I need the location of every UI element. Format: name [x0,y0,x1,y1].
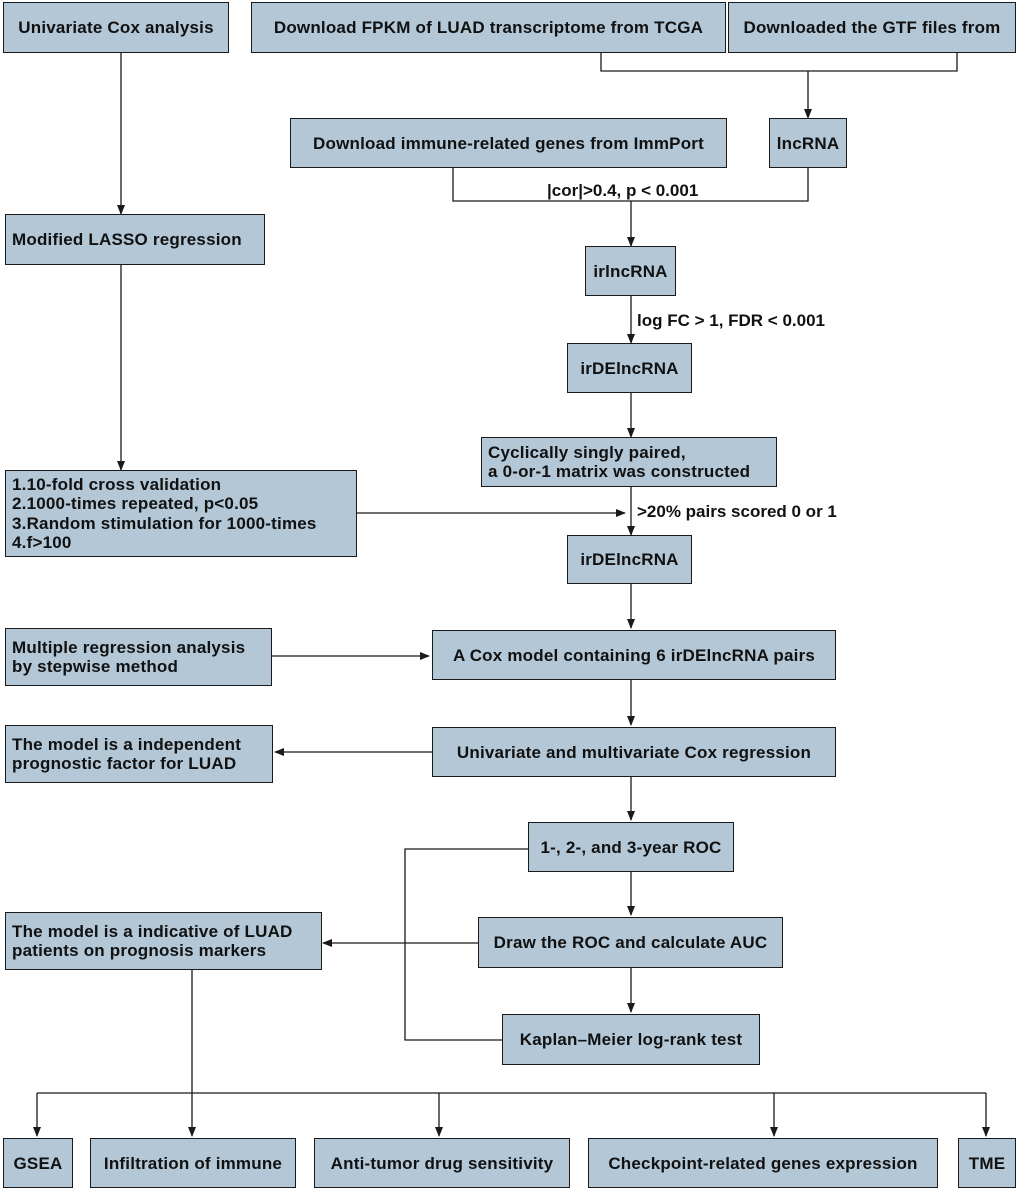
edge-roc-km-bracket [404,848,528,1041]
node-lncrna: lncRNA [769,118,847,168]
node-independent-factor: The model is a independent prognostic fa… [5,725,273,783]
node-univariate-cox: Univariate Cox analysis [3,2,229,53]
node-cox-model: A Cox model containing 6 irDElncRNA pair… [432,630,836,680]
node-modified-lasso: Modified LASSO regression [5,214,265,265]
node-indicative-model: The model is a indicative of LUAD patien… [5,912,322,970]
node-download-fpkm: Download FPKM of LUAD transcriptome from… [251,2,726,53]
node-draw-roc: Draw the ROC and calculate AUC [478,917,783,968]
node-cyclic-pair: Cyclically singly paired, a 0-or-1 matri… [481,437,777,487]
node-download-immune: Download immune-related genes from ImmPo… [290,118,727,168]
node-lasso-details: 1.10-fold cross validation 2.1000-times … [5,470,357,557]
node-checkpoint: Checkpoint-related genes expression [588,1138,938,1188]
label-pairs-scored: >20% pairs scored 0 or 1 [637,502,837,521]
node-anti-tumor: Anti-tumor drug sensitivity [314,1138,570,1188]
node-gsea: GSEA [3,1138,73,1188]
edge-downloads-merge [600,53,958,72]
node-roc-years: 1-, 2-, and 3-year ROC [528,822,734,872]
node-uni-multi-cox: Univariate and multivariate Cox regressi… [432,727,836,777]
label-correlation-threshold: |cor|>0.4, p < 0.001 [547,181,699,200]
node-irdelncrna-1: irDElncRNA [567,343,692,393]
node-infiltration: Infiltration of immune [90,1138,296,1188]
node-tme: TME [958,1138,1016,1188]
node-kaplan-meier: Kaplan–Meier log-rank test [502,1014,760,1065]
label-log-fc-threshold: log FC > 1, FDR < 0.001 [637,311,826,330]
node-irdelncrna-2: irDElncRNA [567,535,692,584]
node-multiple-regression: Multiple regression analysis by stepwise… [5,628,272,686]
node-download-gtf: Downloaded the GTF files from [728,2,1016,53]
node-irlncrna: irlncRNA [585,246,676,296]
